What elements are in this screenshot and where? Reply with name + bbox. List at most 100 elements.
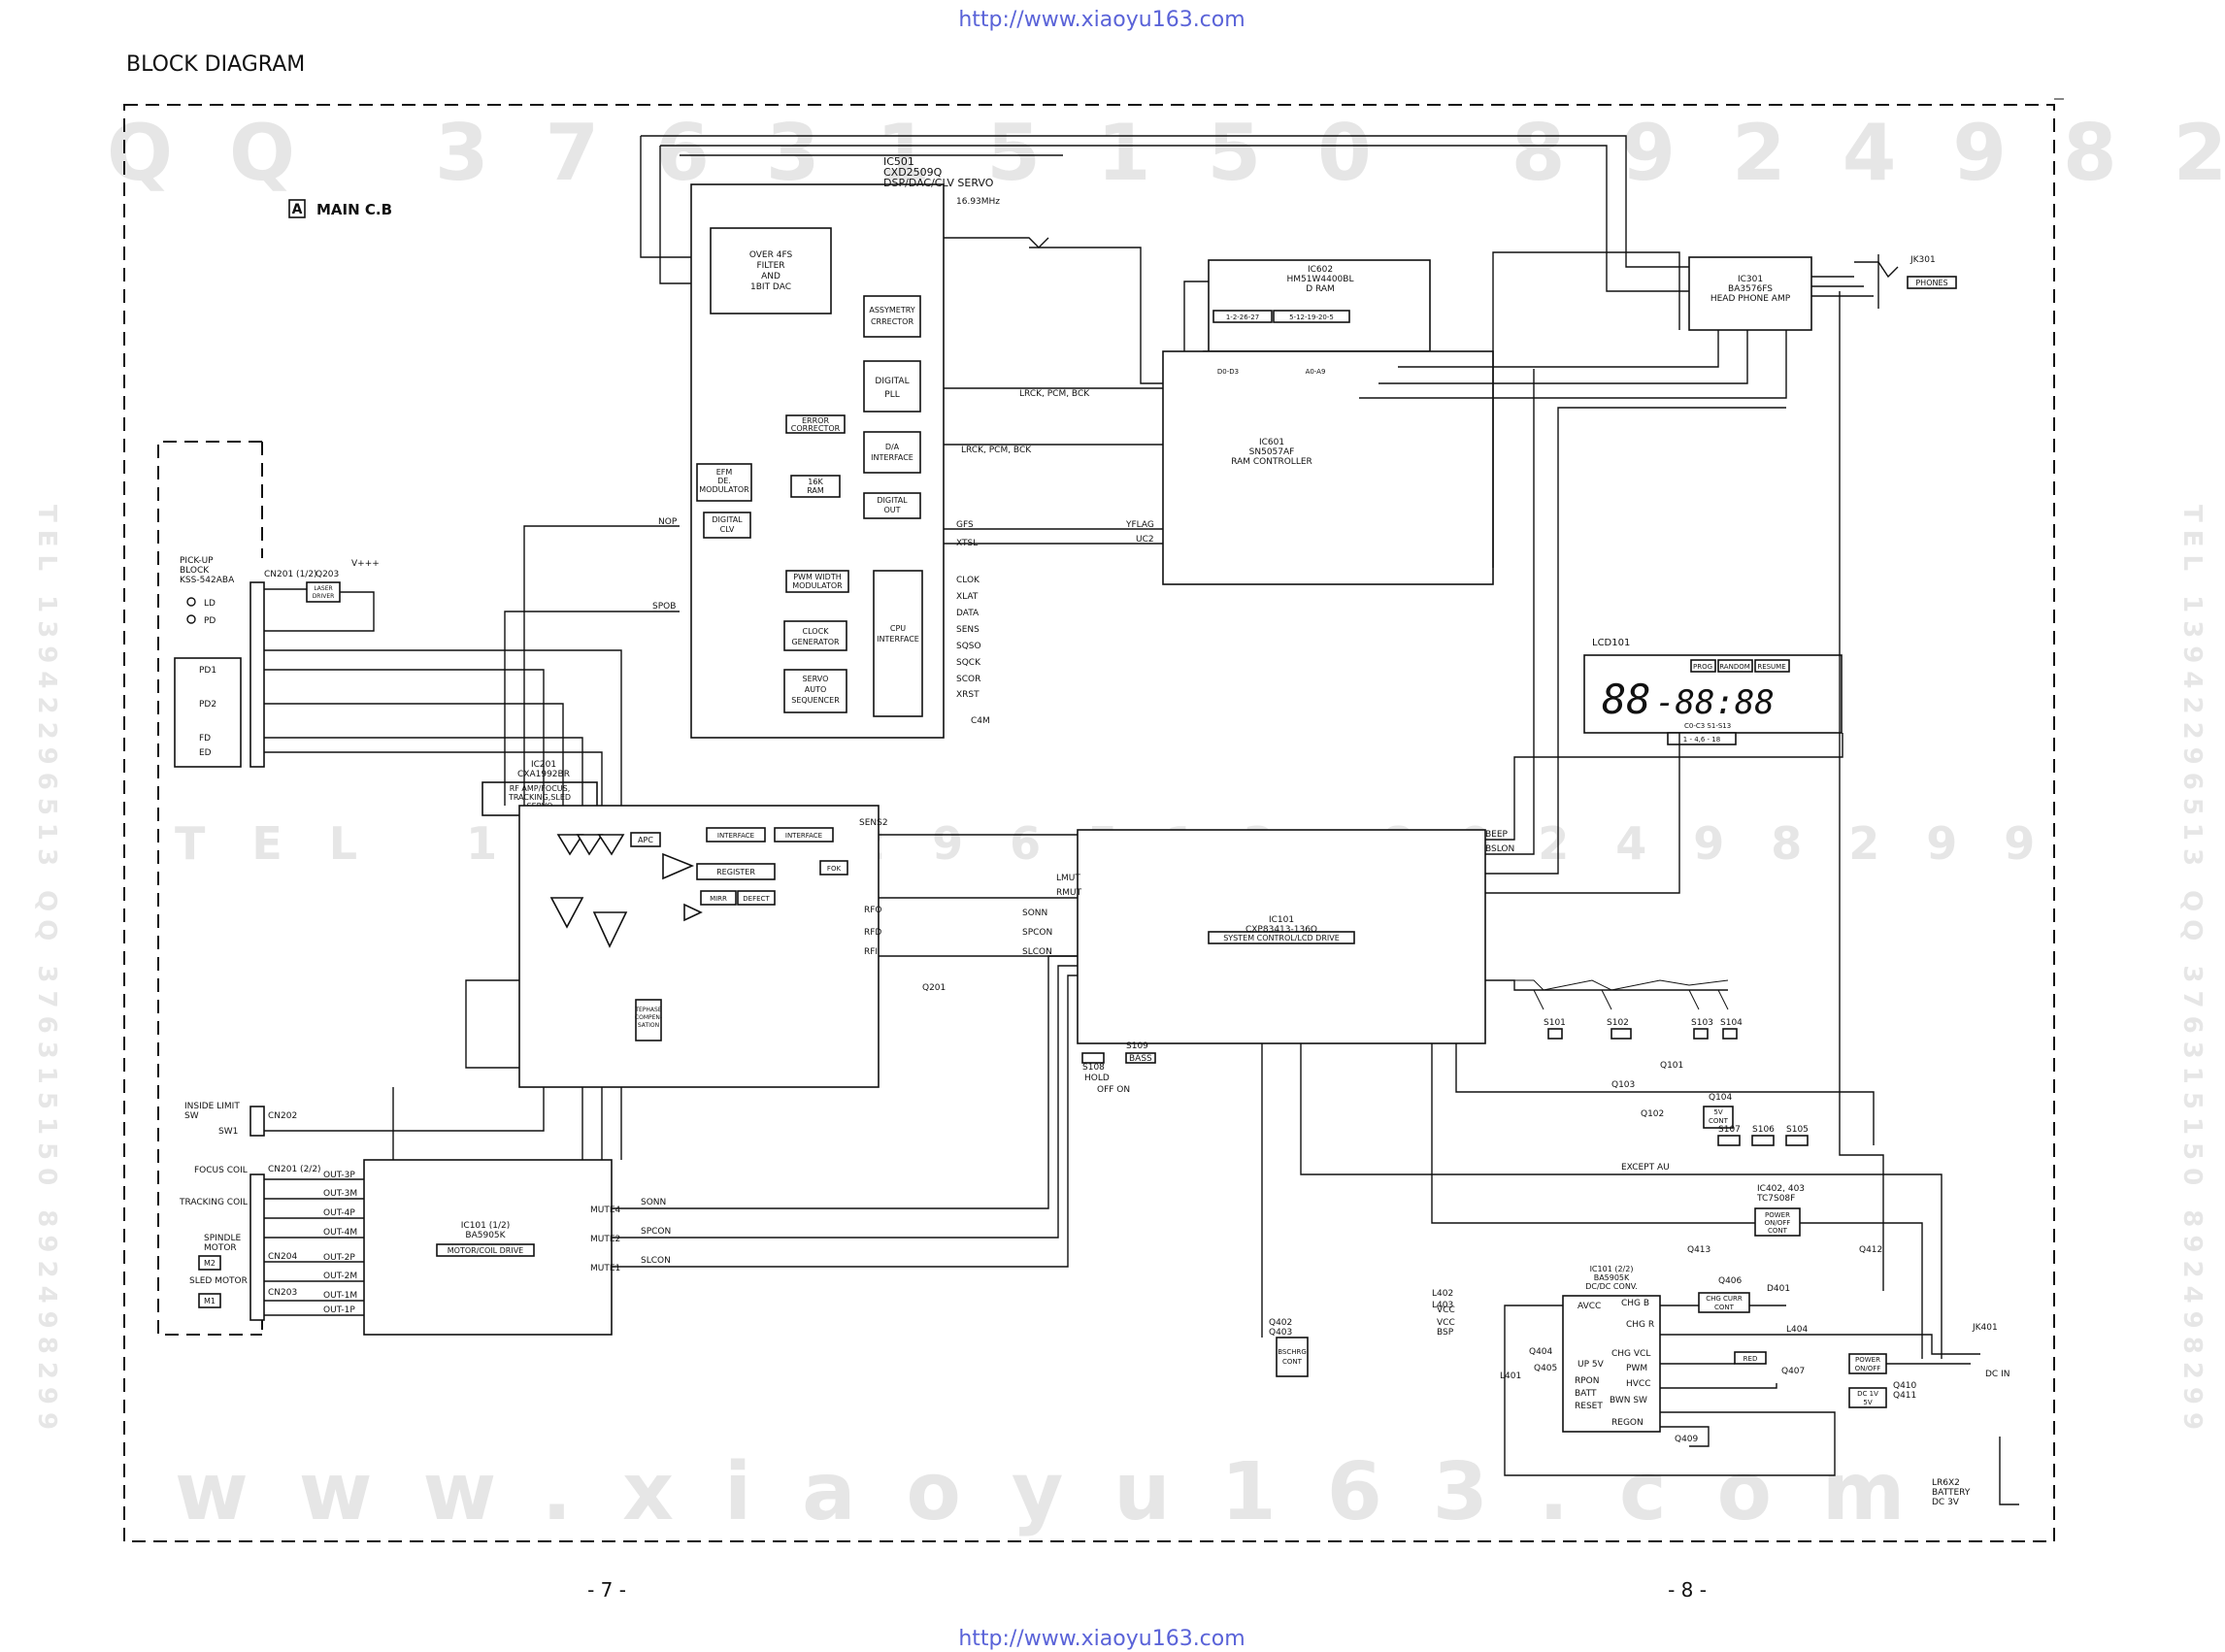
svg-text:MUTE1: MUTE1	[590, 1264, 620, 1273]
svg-text:CLOK: CLOK	[956, 576, 980, 585]
svg-text:MIRR: MIRR	[710, 895, 727, 903]
svg-text:SQCK: SQCK	[956, 658, 981, 668]
svg-text:CHG R: CHG R	[1626, 1320, 1654, 1330]
svg-text:DC IN: DC IN	[1985, 1370, 2009, 1379]
svg-text:OUT-3P: OUT-3P	[323, 1171, 355, 1180]
da-interface-block	[863, 431, 921, 474]
ic602-body	[1208, 259, 1431, 354]
url-bottom[interactable]: http://www.xiaoyu163.com	[958, 1627, 1245, 1651]
svg-text:S102: S102	[1607, 1018, 1629, 1028]
svg-text:DATA: DATA	[956, 609, 980, 618]
svg-text:RFI: RFI	[864, 947, 878, 957]
svg-text:5-12-19-20-5: 5-12-19-20-5	[1289, 314, 1334, 321]
svg-text:M1: M1	[204, 1297, 216, 1305]
svg-text:PD: PD	[204, 616, 216, 626]
svg-text:S109: S109	[1126, 1041, 1148, 1051]
svg-text:RMUT: RMUT	[1056, 888, 1082, 898]
svg-text:CN204: CN204	[268, 1252, 297, 1262]
svg-text:OUT-3M: OUT-3M	[323, 1189, 357, 1199]
svg-text:LD: LD	[204, 599, 216, 609]
svg-text:C4M: C4M	[971, 716, 990, 726]
svg-text:-88:88: -88:88	[1655, 683, 1775, 722]
svg-text:Q203: Q203	[315, 570, 339, 579]
svg-text:AVCC: AVCC	[1577, 1302, 1601, 1311]
svg-text:JK301: JK301	[1910, 255, 1936, 265]
svg-text:BEEP: BEEP	[1485, 830, 1509, 840]
svg-text:Q201: Q201	[922, 983, 946, 993]
svg-text:VCC: VCC	[1437, 1305, 1455, 1315]
svg-text:RED: RED	[1743, 1355, 1758, 1363]
svg-text:SW1: SW1	[218, 1127, 238, 1137]
svg-text:IC101 (1/2)BA5905K: IC101 (1/2)BA5905K	[461, 1221, 510, 1240]
svg-text:SLED MOTOR: SLED MOTOR	[189, 1276, 248, 1286]
url-top[interactable]: http://www.xiaoyu163.com	[958, 8, 1245, 32]
svg-text:RFO: RFO	[864, 906, 882, 915]
board-letter-box	[288, 199, 306, 218]
svg-text:A0-A9: A0-A9	[1306, 368, 1326, 376]
svg-text:PD2: PD2	[199, 700, 216, 710]
svg-text:SONN: SONN	[1022, 909, 1047, 918]
svg-text:DEFECT: DEFECT	[743, 895, 770, 903]
svg-text:D401: D401	[1767, 1284, 1790, 1294]
svg-text:OUT-2M: OUT-2M	[323, 1272, 357, 1281]
svg-text:UC2: UC2	[1136, 535, 1154, 545]
svg-text:V+++: V+++	[351, 559, 380, 569]
svg-text:Q413: Q413	[1687, 1245, 1710, 1255]
svg-text:RESUME: RESUME	[1757, 663, 1785, 671]
svg-text:S103: S103	[1691, 1018, 1713, 1028]
svg-text:NOP: NOP	[658, 517, 678, 527]
svg-text:MOTOR/COIL DRIVE: MOTOR/COIL DRIVE	[448, 1246, 523, 1255]
board-letter: A	[292, 202, 303, 217]
svg-text:Q404: Q404	[1529, 1347, 1553, 1357]
svg-text:CN201 (1/2): CN201 (1/2)	[264, 570, 317, 579]
svg-text:1-2-26-27: 1-2-26-27	[1226, 314, 1259, 321]
clock-generator-block	[783, 620, 847, 651]
efm-block	[696, 463, 752, 502]
watermark-bottom: www.xiaoyu163.com	[175, 1446, 1955, 1538]
svg-text:Q101: Q101	[1660, 1061, 1683, 1071]
cn202-strip	[249, 1106, 265, 1137]
svg-text:REGON: REGON	[1611, 1418, 1644, 1428]
svg-text:S106: S106	[1752, 1125, 1775, 1135]
page-title: BLOCK DIAGRAM	[126, 52, 305, 77]
svg-text:SENS: SENS	[956, 625, 980, 635]
dc1v-block	[1848, 1387, 1887, 1408]
svg-text:RESET: RESET	[1575, 1402, 1603, 1411]
svg-text:XRST: XRST	[956, 690, 980, 700]
svg-text:ED: ED	[199, 748, 212, 758]
svg-text:EXCEPT AU: EXCEPT AU	[1621, 1163, 1670, 1173]
power-cont-block	[1754, 1207, 1801, 1237]
svg-text:D0-D3: D0-D3	[1217, 368, 1239, 376]
pll-block	[863, 360, 921, 413]
svg-text:FD: FD	[199, 734, 211, 743]
svg-text:JK401: JK401	[1972, 1323, 1998, 1333]
svg-text:CN203: CN203	[268, 1288, 297, 1298]
svg-text:Q409: Q409	[1675, 1435, 1699, 1444]
error-corrector-block	[785, 414, 846, 434]
svg-text:INTERFACE: INTERFACE	[717, 832, 754, 840]
svg-text:APC: APC	[638, 836, 653, 844]
svg-text:MUTE4: MUTE4	[590, 1206, 621, 1215]
clock-freq: 16.93MHz	[956, 197, 1000, 207]
svg-text:PHONES: PHONES	[1915, 279, 1947, 287]
watermark-left-vertical: TEL 13942296513 QQ 376315150 892498299	[32, 505, 61, 1437]
svg-text:SPOB: SPOB	[652, 602, 676, 611]
svg-text:S105: S105	[1786, 1125, 1809, 1135]
